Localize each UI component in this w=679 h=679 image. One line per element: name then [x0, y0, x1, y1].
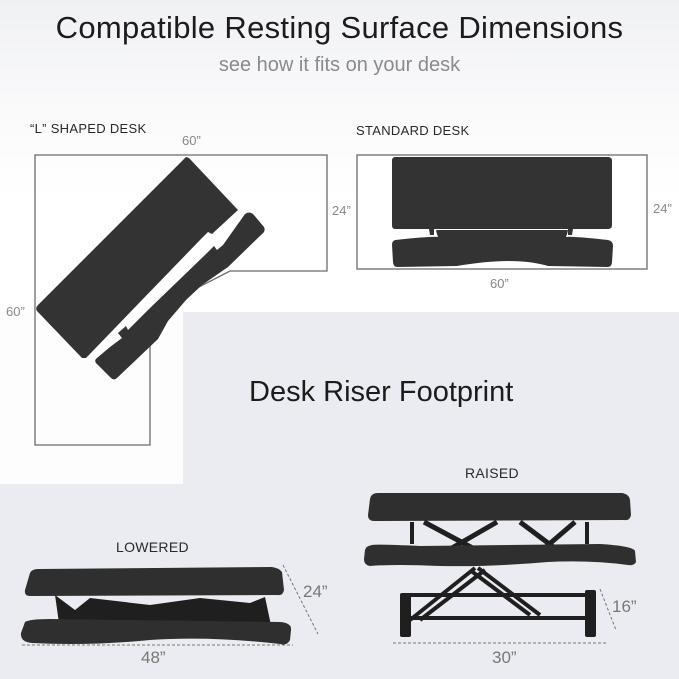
- page-title: Compatible Resting Surface Dimensions: [55, 10, 624, 45]
- raised-label: RAISED: [465, 465, 519, 481]
- lowered-label: LOWERED: [116, 539, 189, 555]
- l-desk-dim-left: 60”: [6, 304, 25, 319]
- raised-dim-width: 30”: [492, 648, 517, 667]
- l-desk-dim-right: 24”: [332, 203, 351, 218]
- standard-desk-dim-right: 24”: [653, 201, 672, 216]
- footprint-title: Desk Riser Footprint: [249, 376, 514, 408]
- standard-desk-dim-bottom: 60”: [490, 276, 509, 291]
- standard-desk-label: STANDARD DESK: [356, 123, 470, 138]
- page-subtitle: see how it fits on your desk: [218, 54, 461, 76]
- l-desk-label: “L” SHAPED DESK: [30, 121, 147, 136]
- l-desk-dim-top: 60”: [182, 133, 201, 148]
- raised-dim-depth: 16”: [612, 597, 637, 616]
- lowered-dim-depth: 24”: [303, 582, 328, 601]
- lowered-dim-width: 48”: [141, 648, 166, 667]
